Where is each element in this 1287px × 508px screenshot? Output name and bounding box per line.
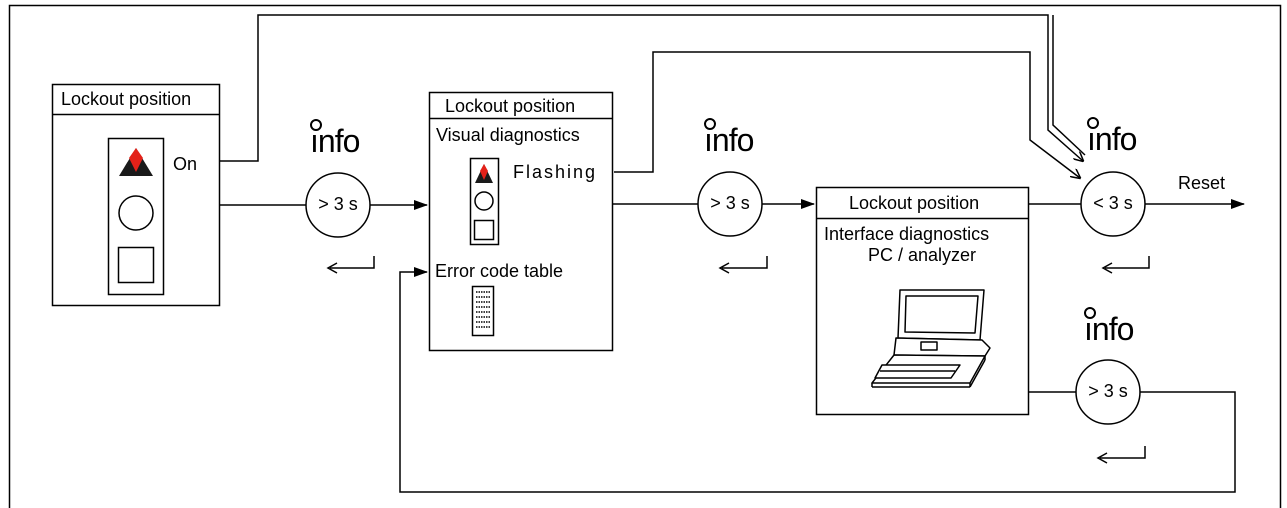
frame-border (8, 4, 1282, 508)
lockout-panel-3 (815, 186, 1030, 416)
info-i-icon: ı (704, 118, 716, 156)
timer-label-2: > 3 s (710, 193, 750, 213)
panel-1-title: Lockout position (61, 89, 192, 109)
interface-diagnostics-label: Interface diagnostics (824, 224, 990, 244)
error-code-table-label: Error code table (435, 261, 564, 281)
round-indicator-icon (118, 195, 154, 231)
reset-label: Reset (1178, 173, 1226, 193)
return-arrow-icons (326, 256, 1150, 464)
info-i-icon: ı (310, 119, 322, 157)
flow-lines (219, 14, 1245, 493)
visual-diagnostics-label: Visual diagnostics (436, 125, 580, 145)
info-i-icon: ı (1084, 307, 1096, 345)
lockout-panel-1 (51, 83, 221, 307)
lockout-panel-2 (428, 91, 614, 352)
return-arrow-icon (330, 256, 375, 269)
on-label: On (173, 154, 198, 174)
timer-label-4: > 3 s (1088, 381, 1128, 401)
pc-analyzer-label: PC / analyzer (868, 245, 977, 265)
return-arrow-icon (1105, 256, 1150, 269)
timer-circle-1 (305, 172, 371, 238)
timer-circle-3 (1080, 171, 1146, 237)
square-indicator-icon (473, 219, 495, 241)
timer-circle-2 (697, 171, 763, 237)
return-arrow-icon (1100, 446, 1146, 459)
flashing-label: Flashing (513, 162, 598, 182)
error-code-table-icon (471, 285, 495, 337)
return-arrow-icon (722, 256, 768, 269)
timer-circle-4 (1075, 359, 1141, 425)
laptop-icon (871, 289, 991, 388)
info-i-icon: ı (1087, 117, 1099, 155)
timer-label-3: < 3 s (1093, 193, 1133, 213)
timer-label-1: > 3 s (318, 194, 358, 214)
panel-3-title: Lockout position (849, 193, 980, 213)
round-indicator-icon (474, 191, 494, 211)
panel-2-title: Lockout position (445, 96, 576, 116)
square-indicator-icon (117, 246, 155, 284)
